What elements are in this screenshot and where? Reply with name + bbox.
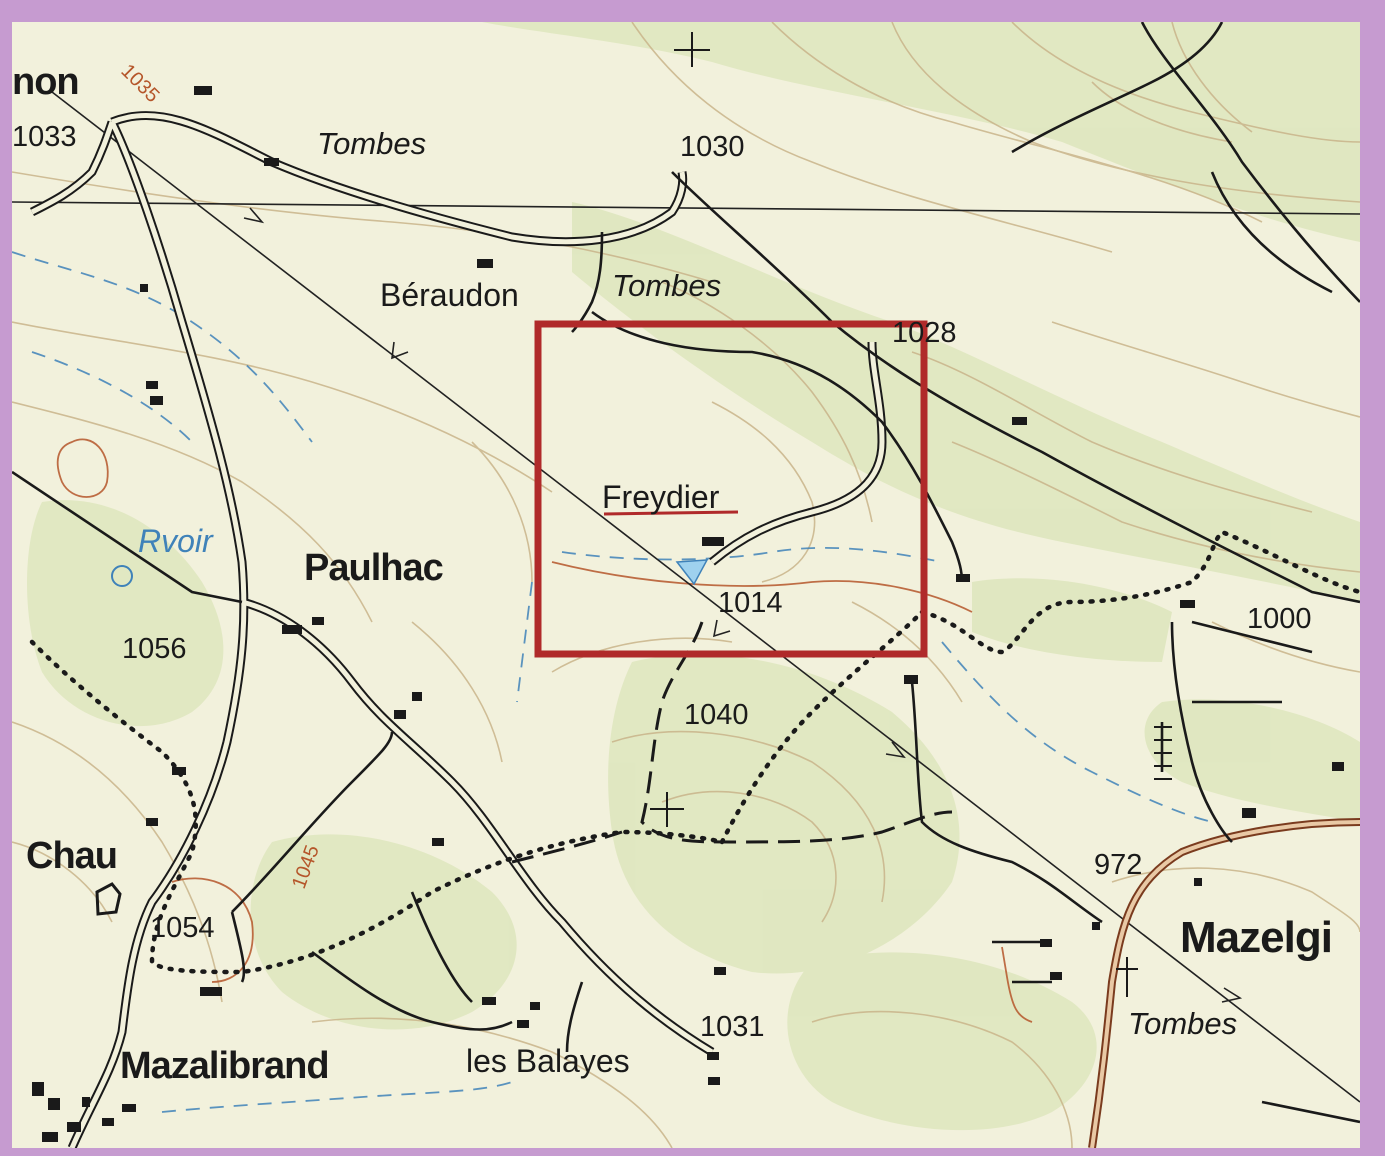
path-track bbox=[511, 830, 623, 864]
arrow-icon bbox=[712, 619, 731, 638]
church-icon bbox=[95, 882, 122, 916]
embankment bbox=[1154, 726, 1172, 780]
reservoir-symbol bbox=[111, 565, 133, 587]
dotted-trails bbox=[29, 529, 1360, 975]
tombes-label-2: Tombes bbox=[612, 268, 721, 303]
spot-height-972: 972 bbox=[1094, 849, 1142, 881]
contour-lines bbox=[12, 22, 1360, 1148]
arrow-icon bbox=[391, 341, 409, 360]
spot-height-1031: 1031 bbox=[700, 1011, 765, 1043]
spot-height-1040: 1040 bbox=[684, 699, 749, 731]
pond-symbol bbox=[675, 559, 709, 586]
arrow-icon bbox=[1221, 987, 1243, 1003]
map-canvas: non 1033 1035 Tombes 1030 Béraudon Tombe… bbox=[12, 22, 1360, 1148]
tombes-label-3: Tombes bbox=[1128, 1006, 1237, 1041]
arrow-icon bbox=[243, 207, 265, 224]
spot-height-1033: 1033 bbox=[12, 121, 77, 153]
highlight-box bbox=[534, 320, 928, 658]
freydier-underline bbox=[603, 510, 739, 516]
tracks bbox=[12, 22, 1360, 1124]
buildings bbox=[32, 86, 1344, 1142]
power-line bbox=[12, 201, 1360, 215]
place-label-beraudon: Béraudon bbox=[380, 277, 519, 313]
map-background bbox=[12, 22, 1360, 1148]
cross-icon bbox=[650, 32, 1138, 997]
secondary-road bbox=[1088, 818, 1360, 1148]
place-label-paulhac: Paulhac bbox=[304, 547, 444, 589]
place-label-mazelgi: Mazelgi bbox=[1180, 913, 1332, 962]
place-label-mazalibrand: Mazalibrand bbox=[120, 1045, 329, 1087]
streams bbox=[12, 251, 1213, 1113]
reservoir-label: Rvoir bbox=[138, 523, 214, 559]
main-roads bbox=[29, 111, 887, 1148]
spot-height-1000: 1000 bbox=[1247, 603, 1312, 635]
spot-height-1030: 1030 bbox=[680, 131, 745, 163]
arrow-icon bbox=[885, 741, 906, 759]
tombes-label-1: Tombes bbox=[317, 126, 426, 161]
place-label-edge: non bbox=[12, 61, 79, 103]
spot-height-1054: 1054 bbox=[150, 912, 215, 944]
spot-height-1056: 1056 bbox=[122, 633, 187, 665]
spot-height-1028: 1028 bbox=[892, 317, 957, 349]
place-label-freydier: Freydier bbox=[602, 479, 720, 515]
topographic-map: non 1033 1035 Tombes 1030 Béraudon Tombe… bbox=[12, 22, 1360, 1148]
spot-height-1014: 1014 bbox=[718, 587, 783, 619]
place-label-chau: Chau bbox=[26, 835, 117, 877]
diagonal-track bbox=[51, 91, 1360, 1103]
path-track bbox=[640, 621, 953, 844]
place-label-les-balayes: les Balayes bbox=[466, 1043, 630, 1079]
